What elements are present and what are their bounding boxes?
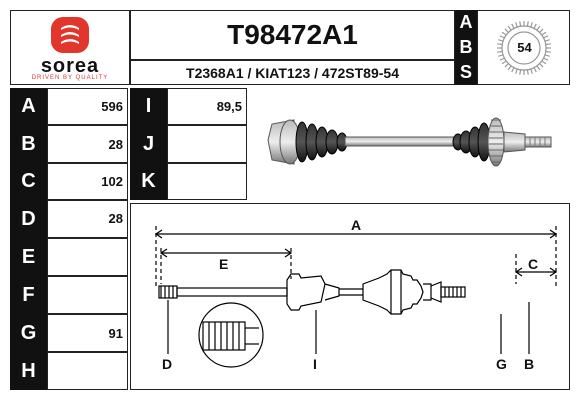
logo-panel: sorea DRIVEN BY QUALITY — [10, 10, 130, 85]
technical-drawing-svg — [154, 226, 558, 368]
spec-value-e — [47, 238, 128, 276]
spec-value-g: 91 — [47, 314, 128, 352]
specs-left-table: A 596 B 28 C 102 D 28 E F G 91 H — [10, 88, 128, 390]
driveshaft-photo — [250, 88, 570, 200]
spec-label-b: B — [10, 125, 47, 163]
abs-ring-panel: 54 — [477, 10, 570, 85]
spec-label-c: C — [10, 163, 47, 200]
part-number-title: T98472A1 — [130, 10, 455, 60]
abs-letter-b: B — [459, 37, 473, 57]
spec-value-f — [47, 276, 128, 314]
spec-value-a: 596 — [47, 88, 128, 125]
spec-label-k: K — [130, 163, 167, 200]
spec-label-i: I — [130, 88, 167, 125]
spec-label-e: E — [10, 238, 47, 276]
abs-letter-s: S — [459, 62, 472, 82]
spec-label-d: D — [10, 200, 47, 238]
dim-label-i: I — [313, 356, 317, 372]
spec-value-j — [167, 125, 247, 163]
driveshaft-photo-icon — [267, 117, 552, 167]
abs-letters: A B S — [455, 10, 477, 85]
dim-label-e: E — [219, 256, 229, 272]
spec-label-h: H — [10, 352, 47, 390]
logo-brand: sorea — [40, 55, 100, 77]
spec-value-k — [167, 163, 247, 200]
spec-label-a: A — [10, 88, 47, 125]
part-number: T98472A1 — [227, 19, 358, 50]
dim-label-b: B — [524, 356, 535, 372]
abs-teeth-count: 54 — [517, 40, 532, 55]
technical-drawing: A E C D I G B — [130, 203, 570, 390]
dim-label-g: G — [496, 356, 507, 372]
spec-value-h — [47, 352, 128, 390]
specs-right-table: I 89,5 J K — [130, 88, 247, 200]
cross-refs-text: T2368A1 / KIAT123 / 472ST89-54 — [186, 64, 399, 81]
dim-label-c: C — [528, 256, 539, 272]
spec-value-b: 28 — [47, 125, 128, 163]
spec-value-c: 102 — [47, 163, 128, 200]
spec-value-i: 89,5 — [167, 88, 247, 125]
abs-letter-a: A — [459, 12, 473, 32]
spec-value-d: 28 — [47, 200, 128, 238]
spec-label-j: J — [130, 125, 167, 163]
dim-label-a: A — [351, 217, 362, 233]
logo-tagline: DRIVEN BY QUALITY — [31, 75, 109, 81]
dim-label-d: D — [162, 356, 173, 372]
abs-ring-icon — [497, 21, 551, 75]
spec-label-g: G — [10, 314, 47, 352]
spec-label-f: F — [10, 276, 47, 314]
sorea-logo-icon — [51, 17, 89, 53]
cross-references: T2368A1 / KIAT123 / 472ST89-54 — [130, 60, 455, 85]
